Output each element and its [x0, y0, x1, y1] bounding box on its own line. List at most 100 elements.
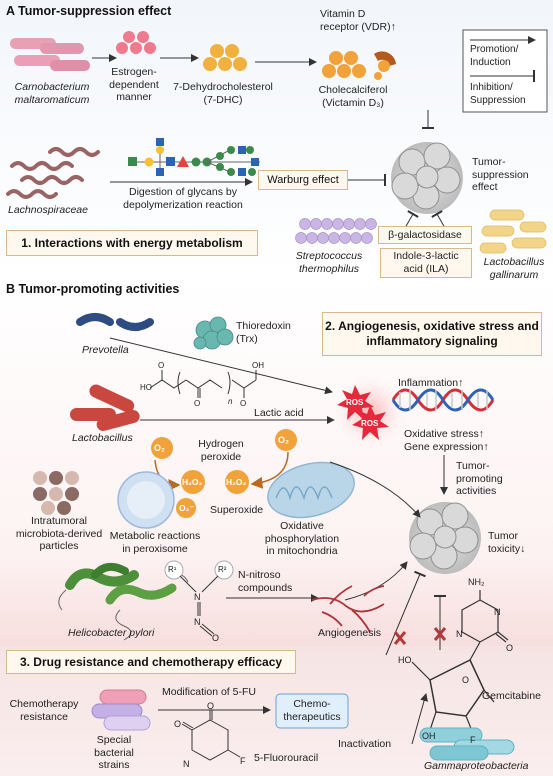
r2-label: R² [218, 565, 227, 574]
prevotella-icon [76, 313, 154, 331]
tumor-cell-cluster-icon [391, 142, 463, 214]
blocked-x-icon-2 [433, 627, 447, 641]
section-a-title: A Tumor-suppression effect [6, 4, 172, 18]
dhc-molecule-icon [203, 44, 247, 71]
lactic-o-label-3: O [240, 399, 247, 408]
o2-label-2: O₂ [278, 435, 289, 445]
gemcitabine-label: Gemcitabine [482, 690, 541, 702]
dhc-label: 7-Dehydrocholesterol (7-DHC) [173, 81, 273, 106]
dna-helix-icon [391, 388, 495, 412]
prevotella-label: Prevotella [82, 344, 129, 356]
lactic-acid-label: Lactic acid [254, 407, 304, 419]
angiogenesis-vessel-icon [311, 585, 385, 633]
nh2-label: NH₂ [468, 577, 485, 587]
fu-n-label-1: N [183, 759, 190, 769]
fluorouracil-label: 5-Fluorouracil [254, 752, 319, 764]
h2o2-circle-2 [225, 470, 249, 494]
warburg-effect-box: Warburg effect [258, 170, 348, 190]
lactobacillus-gallinarum-label: Lactobacillus gallinarum [483, 256, 545, 281]
carnobacterium-label: Carnobacterium maltaromaticum [14, 81, 90, 106]
f-label-1: F [470, 735, 476, 745]
oxidative-stress-label: Oxidative stress↑ Gene expression↑ [404, 428, 489, 453]
chemotherapeutics-box [275, 693, 349, 729]
fu-o-label-2: O [207, 701, 215, 711]
lactic-ho-label: HO [140, 383, 152, 392]
o-atom-nitroso: O [212, 633, 220, 643]
o-ring-label: O [462, 675, 470, 685]
peroxisome-label: Metabolic reactions in peroxisome [109, 530, 201, 555]
streptococcus-label: Streptococcus thermophilus [295, 250, 363, 275]
h2o2-label-1: H₂O₂ [182, 477, 203, 487]
intratumoral-label: Intratumoral microbiota-derived particle… [15, 515, 103, 552]
cholecalciferol-molecule-icon [322, 51, 396, 80]
gem-n-label-b: N [494, 607, 501, 617]
ho-label: HO [398, 655, 412, 665]
o2-label-1: O₂ [154, 443, 165, 453]
ros-burst-icon [337, 385, 389, 440]
lactobacillus-gallinarum-icon [479, 209, 547, 254]
superoxide-ion-label: O₂⁻ [179, 503, 194, 513]
chemotherapeutics-label: Chemo- therapeutics [283, 698, 341, 723]
tumor-suppression-label: Tumor- suppression effect [472, 156, 529, 193]
gem-o-label: O [506, 643, 514, 653]
superoxide-label: Superoxide [210, 504, 264, 516]
lachnospiraceae-label: Lachnospiraceae [8, 204, 88, 216]
fu-o-label-1: O [174, 719, 182, 729]
vdr-receptor-icon [374, 51, 396, 66]
glycan-chain-icon [128, 138, 260, 176]
glycans-label: Digestion of glycans by depolymerization… [123, 186, 243, 211]
lactic-oh-label: OH [252, 361, 264, 370]
legend-promotion-label: Promotion/ Induction [470, 44, 519, 68]
section-b-title: B Tumor-promoting activities [6, 282, 180, 296]
mitochondria-icon [267, 461, 355, 519]
ros-label-1: ROS [346, 398, 364, 407]
oh-label: OH [422, 731, 436, 741]
oxphos-label: Oxidative phosphorylation in mitochondri… [264, 520, 340, 557]
fu-f-label: F [240, 756, 246, 766]
o2-circle-2 [275, 429, 297, 451]
box-drug-resistance: 3. Drug resistance and chemotherapy effi… [6, 650, 296, 674]
hydrogen-peroxide-label: Hydrogen peroxide [198, 438, 244, 463]
cholecalciferol-label: Cholecalciferol (Victamin D₃) [318, 84, 388, 109]
n-nitroso-structure [164, 560, 234, 637]
tumor-toxicity-label: Tumor toxicity↓ [488, 530, 526, 555]
n-atom-1: N [194, 592, 201, 602]
peroxisome-icon [117, 471, 175, 529]
gem-n-label-a: N [456, 629, 463, 639]
ros-label-2: ROS [361, 419, 379, 428]
chemo-resistance-label: Chemotherapy resistance [9, 698, 79, 723]
tumor-promoting-label: Tumor- promoting activities [456, 460, 503, 497]
helicobacter-label: Helicobacter pylori [68, 627, 155, 639]
blocked-x-icon-1 [393, 631, 407, 645]
lachnospiraceae-icon [6, 147, 100, 199]
streptococcus-icon [295, 218, 377, 244]
o2-circle-1 [151, 437, 173, 459]
n-nitroso-label: N-nitroso compounds [238, 569, 293, 594]
lactic-n-label: n [228, 397, 233, 406]
lactic-acid-structure [149, 370, 257, 398]
box-energy-metabolism: 1. Interactions with energy metabolism [6, 230, 258, 256]
legend-inhibition-label: Inhibition/ Suppression [470, 82, 526, 106]
special-strains-label: Special bacterial strains [94, 734, 134, 771]
gammaproteobacteria-label: Gammaproteobacteria [424, 760, 529, 772]
r1-label: R¹ [168, 565, 177, 574]
estrogen-label: Estrogen- dependent manner [109, 66, 159, 103]
special-bacterial-strains-icon [91, 689, 151, 731]
ila-box: Indole-3-lactic acid (ILA) [380, 248, 472, 278]
lactobacillus-label: Lactobacillus [72, 432, 133, 444]
thioredoxin-label: Thioredoxin (Trx) [236, 320, 291, 345]
superoxide-circle [176, 498, 196, 518]
estrogen-molecule-icon [116, 31, 156, 54]
lactic-o-label-1: O [158, 361, 165, 370]
box-angiogenesis: 2. Angiogenesis, oxidative stress and in… [322, 312, 542, 356]
vdr-label: Vitamin D receptor (VDR)↑ [320, 8, 396, 33]
lactobacillus-icon [70, 384, 140, 431]
fluorouracil-structure [181, 710, 241, 761]
inactivation-label: Inactivation [338, 738, 392, 750]
intratumoral-particles-icon [33, 471, 79, 515]
h2o2-label-2: H₂O₂ [226, 477, 247, 487]
thioredoxin-icon [193, 316, 234, 350]
lactic-o-label-2: O [194, 399, 201, 408]
inflammation-label: Inflammation↑ [398, 377, 464, 389]
